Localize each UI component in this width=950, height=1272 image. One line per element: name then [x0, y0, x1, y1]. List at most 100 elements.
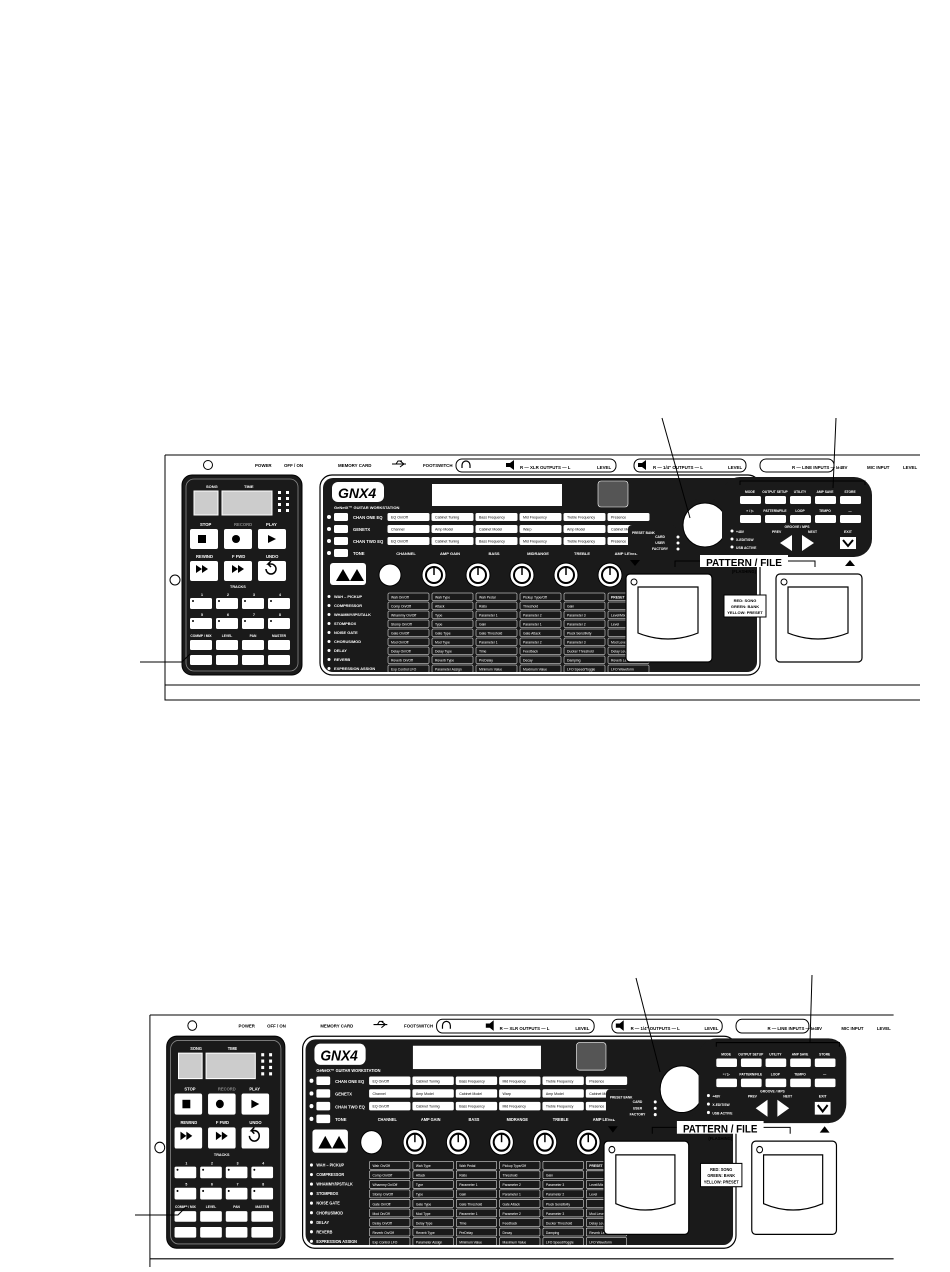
next-arrow-icon[interactable]: [777, 1099, 790, 1117]
effect-cell-text: Parameter Assign: [416, 1240, 442, 1244]
effect-cell-text: Gate Attack: [523, 632, 541, 636]
control-button[interactable]: [765, 515, 786, 523]
undo-button[interactable]: [258, 561, 286, 581]
control-button[interactable]: [815, 496, 836, 504]
effect-cell-text: Level: [589, 1193, 597, 1197]
knob-label: AMP GAIN: [421, 1117, 441, 1122]
track-button[interactable]: [242, 598, 264, 609]
control-button[interactable]: [790, 496, 811, 504]
control-label: AMP SAVE: [817, 490, 835, 494]
function-button[interactable]: [242, 655, 264, 665]
control-button[interactable]: [740, 1078, 762, 1088]
channel-button[interactable]: [360, 1130, 383, 1155]
track-button[interactable]: [174, 1166, 197, 1179]
row-select-button[interactable]: [316, 1114, 331, 1124]
mixer-button[interactable]: [251, 1211, 274, 1222]
control-button[interactable]: [814, 1078, 836, 1088]
mixer-button[interactable]: [225, 1211, 248, 1222]
control-button[interactable]: [840, 496, 861, 504]
control-button[interactable]: [765, 1078, 787, 1088]
stop-label: STOP: [184, 1086, 195, 1091]
undo-button[interactable]: [241, 1127, 270, 1149]
row-select-button[interactable]: [316, 1089, 331, 1098]
channel-button[interactable]: [378, 563, 402, 587]
data-wheel[interactable]: [682, 502, 728, 548]
effect-cell-text: Whammy On/Off: [373, 1183, 398, 1187]
track-button[interactable]: [174, 1187, 197, 1200]
matrix-cell: [369, 1089, 411, 1098]
control-button[interactable]: [765, 496, 786, 504]
control-button[interactable]: [740, 496, 761, 504]
effect-led: [309, 1172, 313, 1177]
row-select-button[interactable]: [334, 549, 348, 557]
effect-cell-text: Time: [479, 650, 487, 654]
row-select-button[interactable]: [334, 513, 348, 521]
effect-cell: [499, 1180, 541, 1189]
track-button[interactable]: [200, 1166, 222, 1179]
track-button[interactable]: [190, 598, 212, 609]
quarter-output-bracket: [611, 1018, 723, 1034]
effect-cell: [519, 610, 562, 619]
effect-row-label: REVERB: [316, 1229, 332, 1234]
row-select-button[interactable]: [334, 525, 348, 533]
function-button[interactable]: [190, 655, 212, 665]
effect-cell: [542, 1161, 584, 1170]
mixer-button[interactable]: [174, 1211, 197, 1222]
function-button[interactable]: [216, 655, 238, 665]
mixer-button[interactable]: [216, 640, 238, 650]
bank-option: USER: [633, 1106, 643, 1110]
track-button[interactable]: [268, 598, 290, 609]
control-button[interactable]: [740, 515, 761, 523]
effect-cell-text: Ducker Threshold: [546, 1221, 572, 1225]
track-button[interactable]: [190, 618, 212, 629]
control-button[interactable]: [814, 1058, 836, 1067]
function-button[interactable]: [174, 1227, 197, 1238]
track-button[interactable]: [225, 1166, 248, 1179]
track-button[interactable]: [242, 618, 264, 629]
control-button[interactable]: [790, 515, 811, 523]
matrix-cell-text: Warp: [503, 1092, 511, 1096]
row-select-button[interactable]: [334, 537, 348, 545]
control-button[interactable]: [740, 1058, 762, 1067]
control-button[interactable]: [790, 1078, 811, 1088]
track-number: 4: [279, 593, 281, 597]
ffwd-icon: [215, 1131, 228, 1141]
track-button[interactable]: [225, 1187, 248, 1200]
matrix-cell: [431, 537, 474, 545]
effect-cell-text: LFO Waveform: [589, 1240, 612, 1244]
control-button[interactable]: [815, 515, 836, 523]
function-button[interactable]: [268, 655, 290, 665]
mixer-button[interactable]: [200, 1211, 222, 1222]
mixer-button[interactable]: [242, 640, 264, 650]
prev-arrow-icon[interactable]: [755, 1099, 768, 1117]
track-button[interactable]: [216, 598, 238, 609]
matrix-cell-text: Presence: [611, 540, 626, 544]
function-button[interactable]: [251, 1227, 274, 1238]
effect-cell-text: Gain: [567, 605, 574, 609]
control-button[interactable]: [840, 515, 861, 523]
row-select-button[interactable]: [316, 1101, 331, 1111]
effect-cell: [412, 1189, 454, 1199]
function-button[interactable]: [200, 1227, 222, 1238]
track-button[interactable]: [251, 1166, 274, 1179]
track-button[interactable]: [200, 1187, 222, 1200]
effect-cell-text: Decay: [523, 659, 533, 663]
data-wheel[interactable]: [659, 1065, 704, 1114]
mixer-button[interactable]: [268, 640, 290, 650]
row-select-button[interactable]: [316, 1076, 331, 1085]
track-button[interactable]: [268, 618, 290, 629]
next-arrow-icon[interactable]: [802, 535, 814, 551]
prev-arrow-icon[interactable]: [780, 535, 792, 551]
function-button[interactable]: [225, 1227, 248, 1238]
effect-cell: [542, 1227, 584, 1237]
mixer-button[interactable]: [190, 640, 212, 650]
control-button[interactable]: [790, 1058, 811, 1067]
control-button[interactable]: [716, 1078, 737, 1088]
track-button[interactable]: [216, 618, 238, 629]
control-button[interactable]: [765, 1058, 787, 1067]
control-button[interactable]: [716, 1058, 737, 1067]
up-down-buttons[interactable]: [312, 1129, 348, 1153]
track-button[interactable]: [251, 1187, 274, 1200]
up-down-buttons[interactable]: [330, 563, 366, 585]
